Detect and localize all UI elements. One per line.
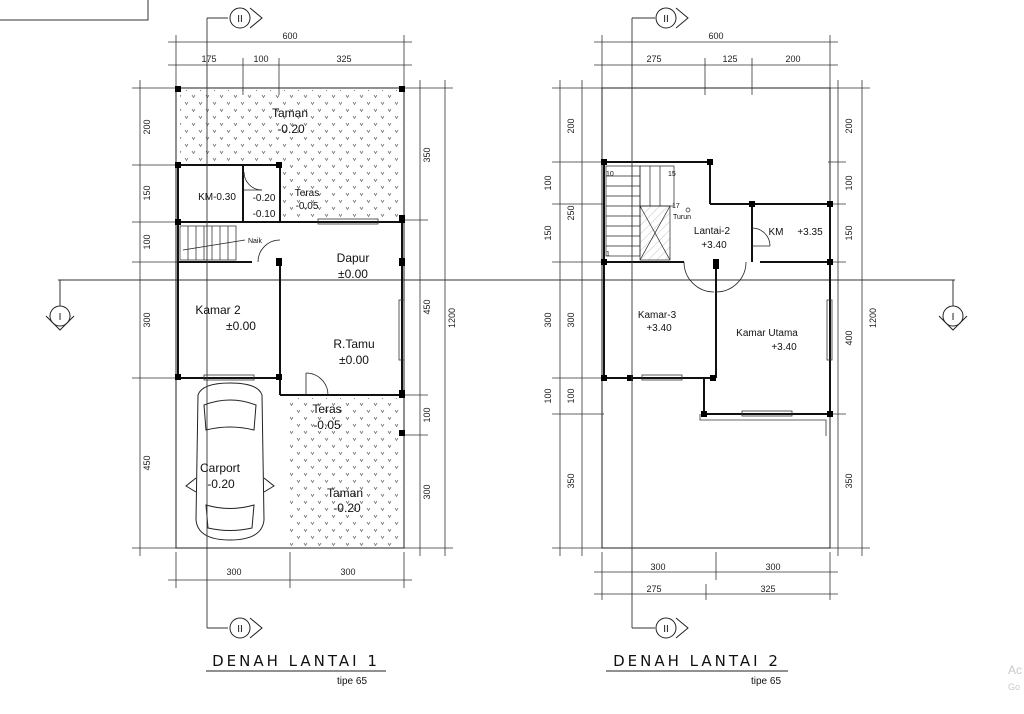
room-teras-small-level: -0.05 [296,201,319,212]
car-icon [185,382,275,541]
dim-total-width: 600 [708,31,723,41]
dim-top: 325 [336,54,351,64]
dim-total-height: 1200 [447,308,457,328]
plan-1-title: DENAH LANTAI 1 [212,652,380,670]
stair-step-label: 10 [606,171,614,178]
plan-2-subtitle: tipe 65 [751,676,781,687]
dim-right: 350 [422,147,432,162]
dim-right-inner: 200 [844,118,854,133]
dim-top: 175 [201,54,216,64]
dim-bottom: 300 [765,562,780,572]
dim-right: 450 [422,299,432,314]
room-km: KM-0.30 [198,192,236,203]
dim-left: 450 [142,455,152,470]
dim-top: 125 [722,54,737,64]
axis-marker-II-top-1: II [229,7,263,29]
dim-left: 200 [142,119,152,134]
dim-left-outer: 350 [566,473,576,488]
dim-left-outer: 300 [566,312,576,327]
room-dapur: Dapur [337,251,370,265]
dim-bottom: 300 [226,567,241,577]
dim-top: 100 [253,54,268,64]
room-km-level-b: -0.10 [253,209,276,220]
dim-left-outer: 200 [566,118,576,133]
axis-label: I [59,312,62,323]
room-km-level-a: -0.20 [253,193,276,204]
room-km-2-level: +3.35 [797,227,823,238]
dim-right: 100 [422,407,432,422]
dim-left-inner: 100 [543,388,553,403]
room-kamar-2: Kamar 2 [195,303,241,317]
dim-right-inner: 150 [844,225,854,240]
stair-step-label: 1 [606,251,610,258]
dim-left-inner: 100 [543,175,553,190]
stair-step-label: 17 [672,203,680,210]
axis-marker-II-bottom-2: II [655,617,689,639]
room-r-tamu-level: ±0.00 [339,353,369,367]
room-teras-level: -0.05 [313,418,341,432]
watermark-text: Ac [1008,663,1022,677]
room-teras: Teras [312,402,341,416]
dim-bottom: 325 [760,584,775,594]
dim-right-inner: 400 [844,330,854,345]
axis-label: II [237,14,243,25]
room-lantai-2: Lantai-2 [694,226,731,237]
stair-naik-label: Naik [248,238,263,245]
dim-left: 100 [142,234,152,249]
axis-label: II [663,624,669,635]
room-taman-top-level: -0.20 [277,122,305,136]
axis-marker-I-right: I [938,280,968,331]
dim-right: 300 [422,484,432,499]
room-taman-bottom-level: -0.20 [333,501,361,515]
room-km-2: KM [769,227,784,238]
dim-right-inner: 100 [844,175,854,190]
room-carport: Carport [200,461,241,475]
dim-left-outer: 100 [566,388,576,403]
dim-top: 275 [646,54,661,64]
stair-step-label: 15 [668,171,676,178]
dim-bottom: 300 [650,562,665,572]
dim-left-outer: 250 [566,205,576,220]
room-dapur-level: ±0.00 [338,267,368,281]
axis-marker-I-left: I [45,280,75,331]
room-carport-level: -0.20 [207,477,235,491]
dim-bottom: 300 [340,567,355,577]
axis-marker-II-top-2: II [655,7,689,29]
room-lantai-2-level: +3.40 [701,240,727,251]
plan-2-title: DENAH LANTAI 2 [613,652,781,670]
axis-label: I [952,312,955,323]
room-taman-top: Taman [272,106,308,120]
axis-marker-II-bottom-1: II [229,617,263,639]
room-kamar-utama: Kamar Utama [736,328,798,339]
room-kamar-utama-level: +3.40 [771,342,797,353]
axis-label: II [663,14,669,25]
plan-lantai-2 [552,17,870,629]
room-r-tamu: R.Tamu [333,337,374,351]
dim-bottom: 275 [646,584,661,594]
room-kamar-3-level: +3.40 [646,323,672,334]
room-teras-small: Teras [295,188,319,199]
plan-lantai-1 [132,17,453,629]
dim-left: 150 [142,185,152,200]
dim-total-height: 1200 [868,308,878,328]
axis-label: II [237,624,243,635]
dim-right-inner: 350 [844,473,854,488]
dim-left-inner: 150 [543,225,553,240]
dim-total-width: 600 [282,31,297,41]
room-kamar-3: Kamar-3 [638,310,677,321]
room-taman-bottom: Taman [327,486,363,500]
room-kamar-2-level: ±0.00 [226,319,256,333]
watermark-text: Go [1008,682,1020,692]
dim-left: 300 [142,312,152,327]
dim-top: 200 [785,54,800,64]
dim-left-inner: 300 [543,312,553,327]
stair-turun-label: Turun [673,214,691,221]
plan-1-subtitle: tipe 65 [337,676,367,687]
